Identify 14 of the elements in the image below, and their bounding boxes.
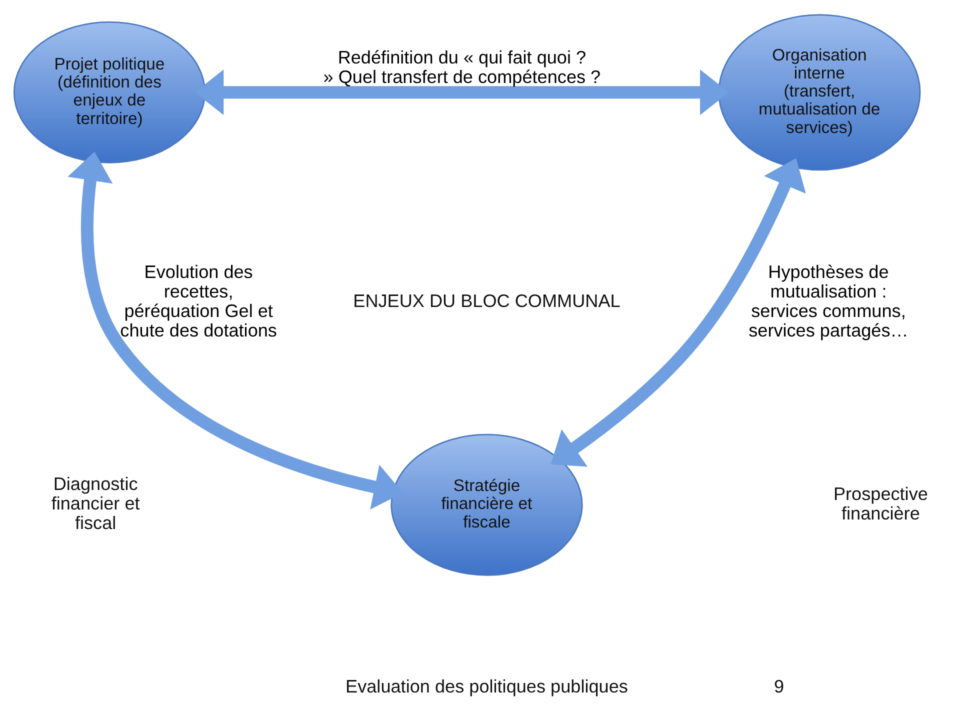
edge-label: Evolution des recettes, péréquation Gel et chute des dotations bbox=[120, 262, 277, 340]
label: Evaluation des politiques publiques bbox=[346, 676, 628, 697]
node-ellipse: Stratégie financière et fiscale bbox=[390, 434, 583, 576]
edge-label: Hypothèses de mutualisation : services communs, services partagés… bbox=[748, 262, 908, 340]
arrow bbox=[194, 70, 729, 116]
label: 9 bbox=[774, 676, 784, 697]
label: ENJEUX DU BLOC COMMUNAL bbox=[353, 291, 620, 312]
node-ellipse: Organisation interne (transfert, mutualisation de services) bbox=[718, 14, 921, 171]
edge-label: Redéfinition du « qui fait quoi ? » Quel transfert de compétences ? bbox=[323, 48, 601, 88]
arrow bbox=[68, 152, 404, 510]
node-ellipse: Projet politique (définition des enjeux de territoire) bbox=[13, 21, 206, 164]
label: Diagnostic financier et fiscal bbox=[51, 474, 140, 534]
label: Prospective financière bbox=[833, 484, 928, 524]
arrow bbox=[550, 158, 806, 467]
